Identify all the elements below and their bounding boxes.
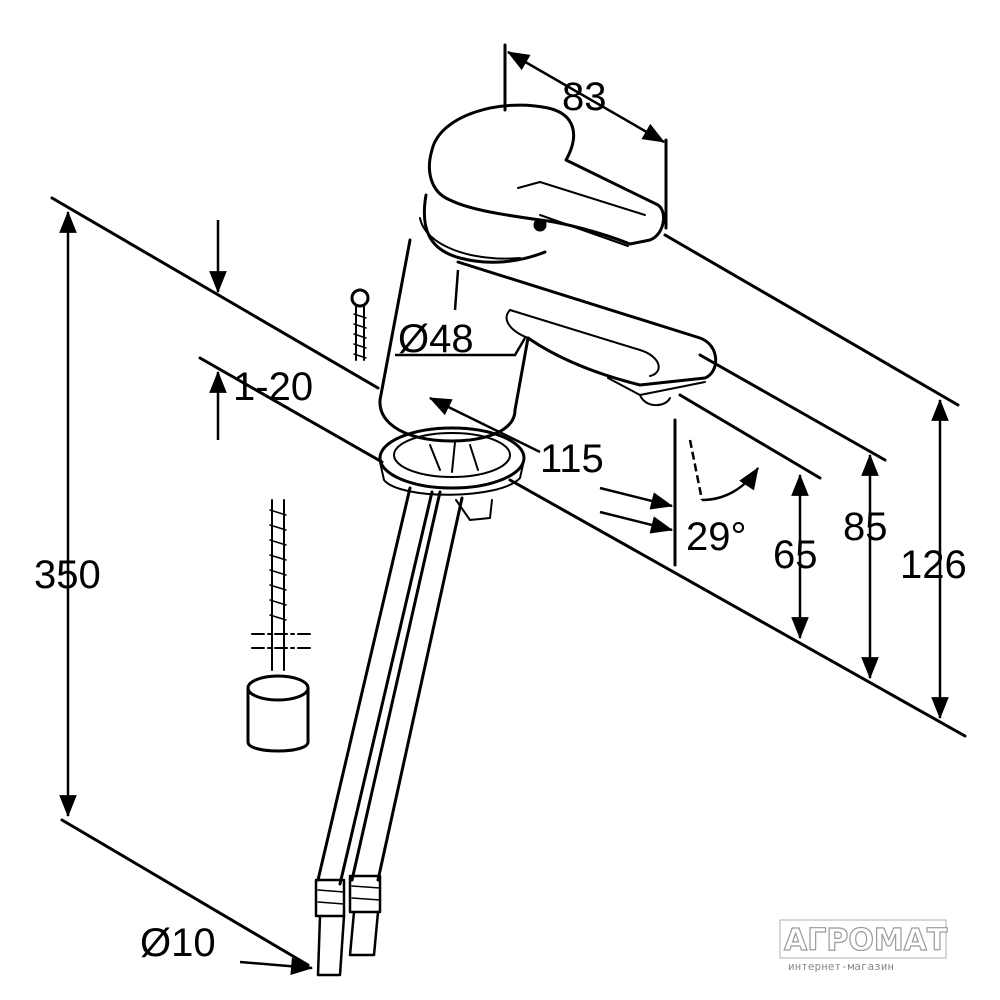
reach-arrow-right-a <box>599 486 674 510</box>
dim-label-126: 126 <box>900 543 967 587</box>
dim-label-350: 350 <box>34 553 101 597</box>
dim-label-115: 115 <box>540 437 604 481</box>
faucet-spout <box>456 260 718 407</box>
body-diameter-leader <box>453 269 460 311</box>
dim-label-85: 85 <box>843 505 888 549</box>
dim-label-83: 83 <box>562 75 607 119</box>
body-diameter-bracket <box>395 337 527 357</box>
faucet-lever <box>428 103 666 247</box>
reach-arrow-right-b <box>599 510 674 534</box>
dim-label-angle: 29° <box>686 515 747 559</box>
reach-arrow <box>429 396 541 454</box>
fixing-screw <box>350 288 370 361</box>
supply-hoses <box>314 486 464 977</box>
mounting-flange <box>378 426 526 521</box>
dim-label-body-diameter: Ø48 <box>398 317 474 361</box>
extension-lines <box>50 43 967 967</box>
angle-leader <box>688 439 704 501</box>
dimension-line-83 <box>507 50 665 144</box>
watermark-logo: АГРОМАТ интернет-магазин <box>779 919 948 973</box>
faucet-body <box>378 193 547 443</box>
dim-label-clamp-range: 1-20 <box>233 365 313 409</box>
watermark-brand: АГРОМАТ <box>784 923 948 958</box>
pop-up-rod <box>246 499 313 753</box>
watermark-tagline: интернет-магазин <box>788 960 894 973</box>
dim-label-65: 65 <box>773 533 818 577</box>
dim-label-hose-diameter: Ø10 <box>140 921 216 965</box>
hose-diameter-arrow <box>239 957 314 976</box>
angle-arc <box>701 467 760 502</box>
